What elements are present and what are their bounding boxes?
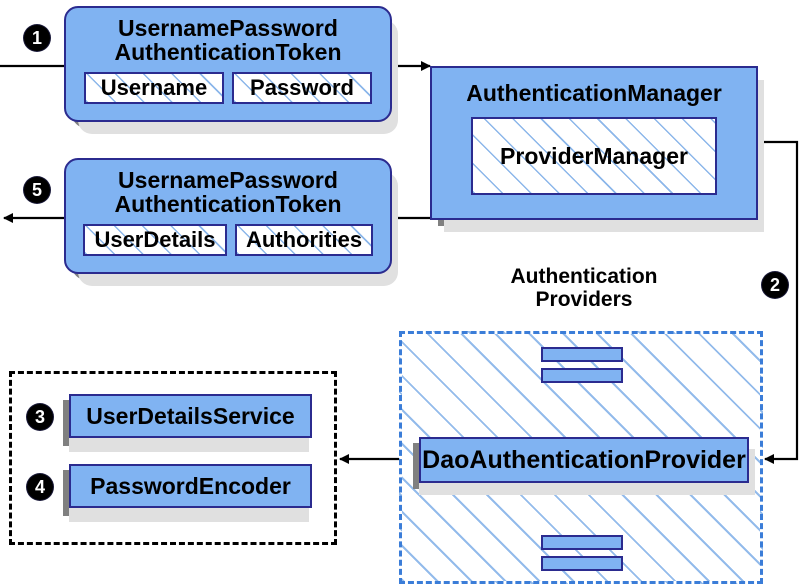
provider-manager-label: ProviderManager	[500, 142, 688, 169]
response-token-title: UsernamePassword AuthenticationToken	[114, 167, 342, 218]
authentication-providers-title: Authentication Providers	[510, 265, 658, 312]
request-token-field-username-label: Username	[100, 74, 208, 100]
badge-4-label: 4	[34, 477, 45, 497]
response-token-field-authorities-label: Authorities	[245, 226, 363, 252]
response-token-field-userdetails-label: UserDetails	[94, 226, 216, 252]
user-details-service-label: UserDetailsService	[86, 402, 295, 429]
support-services-region	[9, 371, 337, 545]
response-token-box[interactable]: UsernamePassword AuthenticationToken Use…	[64, 158, 392, 274]
password-encoder-label: PasswordEncoder	[90, 472, 291, 499]
provider-manager-box[interactable]: ProviderManager	[471, 117, 717, 195]
request-token-field-username: Username	[84, 71, 224, 104]
provider-placeholder-top-2	[541, 368, 623, 383]
authentication-manager-title: AuthenticationManager	[466, 80, 722, 106]
badge-1-label: 1	[31, 28, 42, 48]
authentication-manager-box[interactable]: AuthenticationManager ProviderManager	[430, 66, 758, 220]
badge-2: 2	[762, 272, 788, 298]
dao-authentication-provider-label: DaoAuthenticationProvider	[422, 445, 746, 474]
provider-placeholder-bottom-1	[541, 535, 623, 550]
dao-authentication-provider-box[interactable]: DaoAuthenticationProvider	[419, 437, 749, 483]
badge-3-label: 3	[34, 407, 45, 427]
user-details-service-box[interactable]: UserDetailsService	[69, 394, 312, 438]
password-encoder-box[interactable]: PasswordEncoder	[69, 464, 312, 508]
badge-3: 3	[27, 404, 53, 430]
request-token-field-password-label: Password	[250, 74, 354, 100]
request-token-title: UsernamePassword AuthenticationToken	[114, 15, 342, 66]
badge-5: 5	[24, 177, 50, 203]
request-token-box[interactable]: UsernamePassword AuthenticationToken Use…	[64, 6, 392, 122]
response-token-field-authorities: Authorities	[235, 223, 373, 256]
badge-5-label: 5	[31, 180, 42, 200]
request-token-field-password: Password	[232, 71, 372, 104]
provider-placeholder-bottom-2	[541, 556, 623, 571]
badge-1: 1	[24, 25, 50, 51]
response-token-field-userdetails: UserDetails	[83, 223, 227, 256]
provider-placeholder-top-1	[541, 347, 623, 362]
badge-4: 4	[27, 474, 53, 500]
badge-2-label: 2	[769, 275, 780, 295]
